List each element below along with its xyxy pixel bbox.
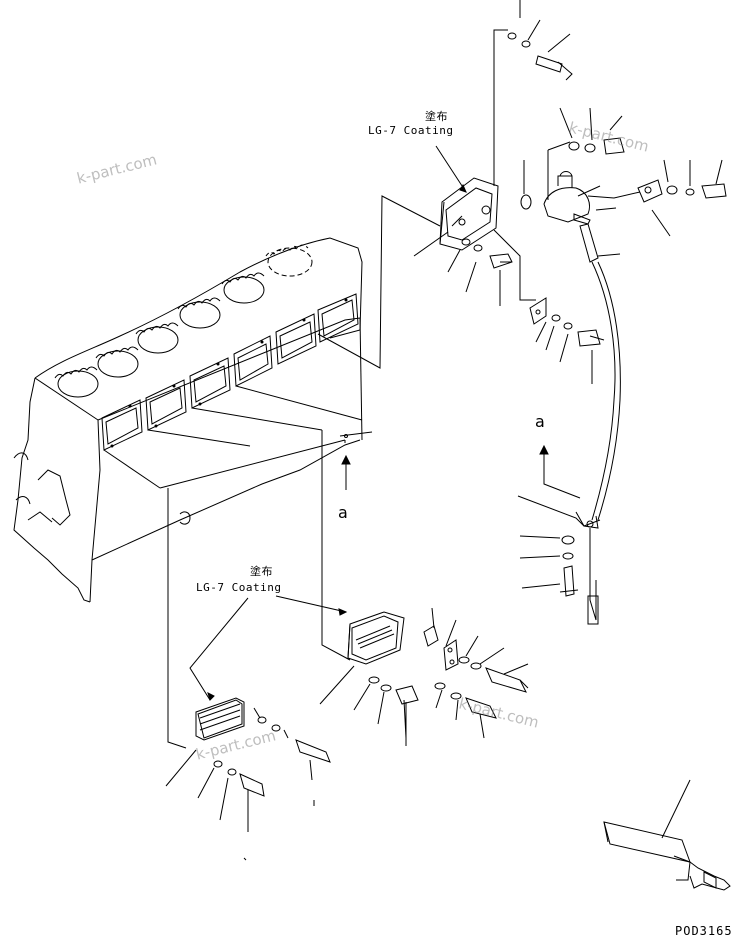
upper-coating-en-label: LG-7 Coating <box>368 124 454 137</box>
lower-cover-assembly <box>165 595 529 861</box>
upper-cover-assembly <box>413 0 727 625</box>
view-letter-left: a <box>338 503 348 522</box>
arrow-up <box>341 454 351 465</box>
leader-line <box>317 195 441 369</box>
view-letter-right: a <box>535 412 545 431</box>
upper-coating-jp-label: 塗布 <box>425 110 448 123</box>
lower-coating-jp-label: 塗布 <box>250 565 273 578</box>
lower-coating-en-label: LG-7 Coating <box>196 581 282 594</box>
special-tool <box>603 779 731 891</box>
drawing-code: POD3165 <box>675 924 733 938</box>
cylinder-block <box>13 237 373 749</box>
